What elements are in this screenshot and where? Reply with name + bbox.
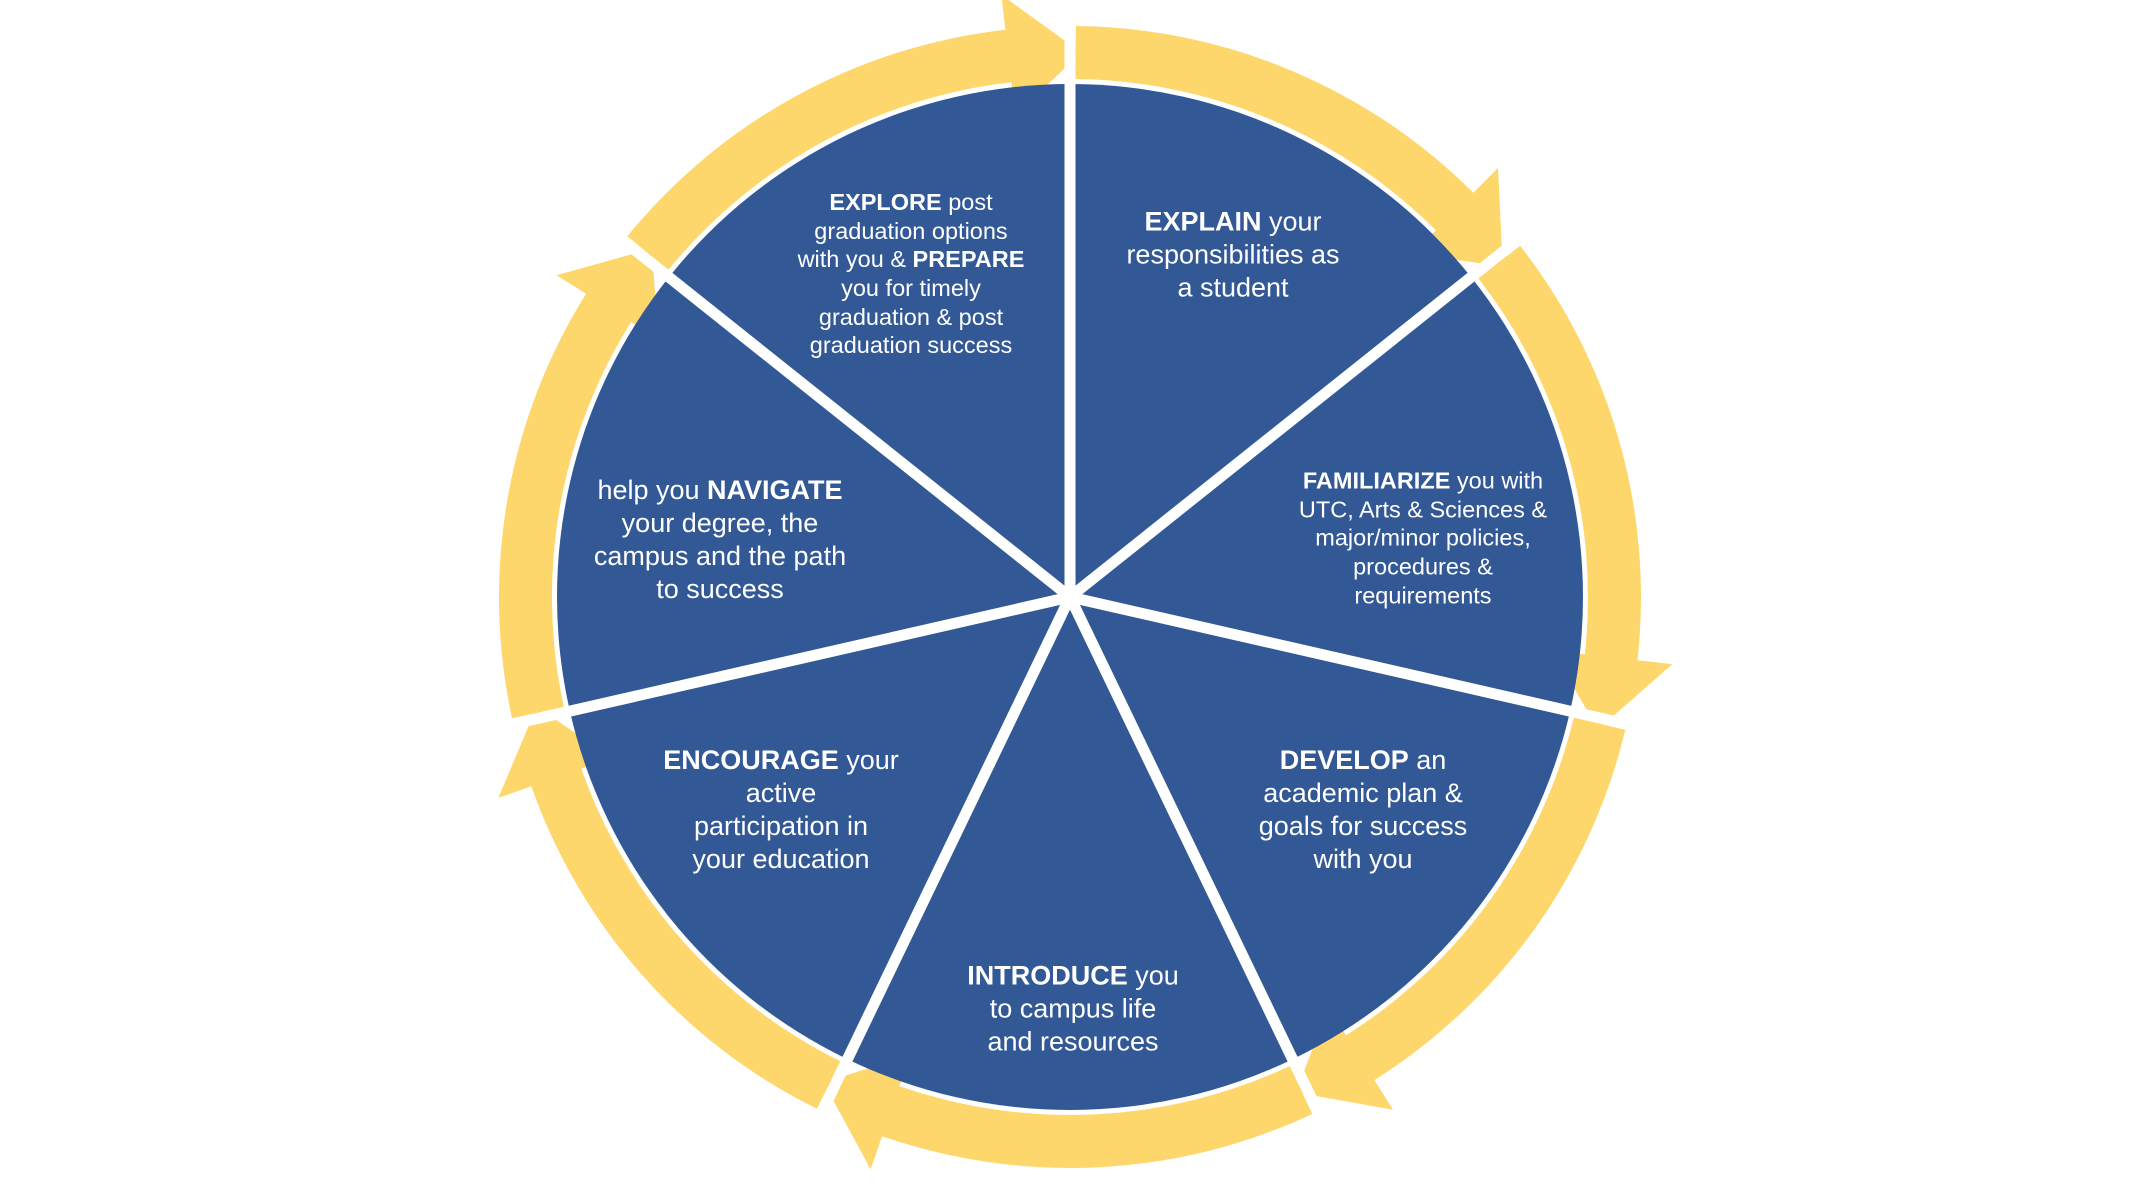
label-text: to campus life	[989, 993, 1157, 1024]
label-keyword: ENCOURAGE	[663, 745, 839, 776]
label-text: active	[745, 778, 817, 809]
label-text: major/minor policies,	[1315, 524, 1531, 551]
label-text: with you	[1313, 843, 1413, 874]
label-text: goals for success	[1258, 811, 1468, 841]
label-text: you for timely	[841, 275, 981, 301]
label-text: help you	[597, 475, 708, 506]
label-line: DEVELOP an	[1259, 744, 1468, 777]
label-line: academic plan &	[1259, 777, 1468, 810]
label-text: to success	[656, 573, 784, 604]
cycle-arrow-navigate	[498, 248, 659, 719]
label-text: graduation options	[814, 217, 1008, 244]
label-line: goals for success	[1259, 810, 1468, 843]
label-keyword: EXPLAIN	[1144, 206, 1262, 237]
label-line: campus and the path	[594, 540, 846, 573]
label-line: participation in	[663, 810, 899, 843]
segment-explore	[668, 84, 1070, 597]
label-line: a student	[1126, 271, 1339, 304]
label-text: your education	[692, 843, 870, 874]
label-text: an	[1408, 745, 1447, 776]
cycle-arrow-explore	[627, 0, 1082, 270]
label-keyword: NAVIGATE	[707, 475, 843, 506]
label-line: procedures &	[1299, 552, 1547, 581]
label-line: ENCOURAGE your	[663, 744, 899, 777]
label-text: post	[941, 189, 993, 216]
cycle-arrow-encourage	[498, 707, 841, 1109]
label-line: EXPLAIN your	[1126, 206, 1339, 239]
label-text: graduation success	[809, 332, 1013, 359]
segment-divider	[1068, 591, 1682, 742]
segment-divider	[577, 202, 1074, 602]
center-hub	[1061, 588, 1079, 606]
label-keyword: DEVELOP	[1279, 745, 1409, 776]
cycle-arrow-develop	[1295, 717, 1626, 1110]
label-line: graduation & post	[798, 303, 1025, 332]
label-text: campus and the path	[593, 541, 847, 571]
label-line: graduation options	[798, 217, 1025, 246]
label-text: procedures &	[1353, 553, 1493, 580]
cycle-arrow-familiarize	[1478, 245, 1673, 730]
label-keyword: FAMILIARIZE	[1302, 467, 1451, 494]
segment-divider	[793, 594, 1075, 1164]
label-text: requirements	[1354, 581, 1492, 608]
label-line: FAMILIARIZE you with	[1299, 466, 1547, 495]
label-line: to success	[594, 573, 846, 606]
label-line: with you & PREPARE	[798, 245, 1025, 274]
cycle-arrow-introduce	[823, 1055, 1313, 1170]
label-keyword: EXPLORE	[829, 189, 942, 216]
label-line: with you	[1259, 843, 1468, 876]
segment-explain	[1070, 83, 1472, 597]
segment-develop	[1070, 597, 1571, 1060]
label-text: academic plan &	[1263, 778, 1463, 809]
cycle-arrow-explain	[1075, 26, 1503, 267]
label-line: graduation success	[798, 331, 1025, 360]
segment-encourage	[569, 597, 1070, 1060]
label-text: you	[1127, 960, 1179, 991]
label-text: responsibilities as	[1126, 239, 1340, 270]
label-keyword: PREPARE	[912, 246, 1025, 273]
label-text: UTC, Arts & Sciences &	[1298, 496, 1548, 523]
label-keyword: INTRODUCE	[967, 960, 1128, 991]
label-text: participation in	[693, 811, 869, 841]
label-text: your	[838, 745, 899, 776]
label-line: UTC, Arts & Sciences &	[1299, 495, 1547, 524]
label-text: graduation & post	[818, 303, 1004, 330]
segment-divider	[1065, 594, 1347, 1164]
label-text: a student	[1177, 272, 1289, 303]
segment-divider	[458, 591, 1072, 742]
label-line: and resources	[967, 1025, 1179, 1058]
label-line: responsibilities as	[1126, 239, 1339, 272]
label-text: your degree, the	[621, 508, 819, 539]
label-line: you for timely	[798, 274, 1025, 303]
label-line: to campus life	[967, 993, 1179, 1026]
label-line: major/minor policies,	[1299, 524, 1547, 553]
segment-introduce	[847, 597, 1293, 1111]
label-text: you with	[1450, 467, 1544, 494]
label-text: and resources	[987, 1026, 1159, 1057]
label-line: INTRODUCE you	[967, 960, 1179, 993]
label-line: your degree, the	[594, 507, 846, 540]
segment-familiarize	[1070, 277, 1583, 712]
segment-navigate	[557, 277, 1070, 712]
label-line: EXPLORE post	[798, 188, 1025, 217]
label-line: your education	[663, 843, 899, 876]
label-line: active	[663, 777, 899, 810]
label-line: requirements	[1299, 581, 1547, 610]
segment-divider	[1066, 202, 1563, 602]
label-line: help you NAVIGATE	[594, 474, 846, 507]
label-text: your	[1261, 206, 1322, 237]
label-text: with you &	[797, 246, 913, 273]
